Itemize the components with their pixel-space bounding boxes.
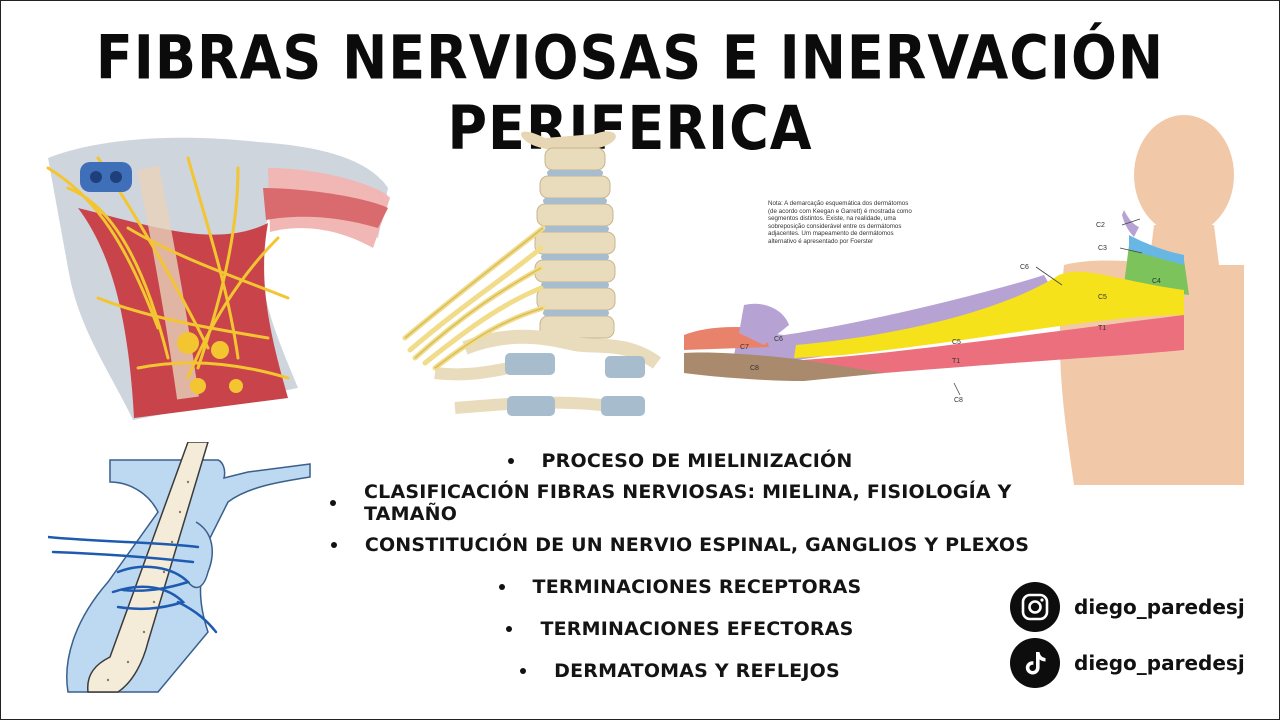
list-item: CONSTITUCIÓN DE UN NERVIO ESPINAL, GANGL… <box>330 524 1030 566</box>
bullet-icon <box>330 542 337 548</box>
list-item: CLASIFICACIÓN FIBRAS NERVIOSAS: MIELINA,… <box>330 481 1030 525</box>
bullet-icon <box>506 626 513 632</box>
dermatome-label: C7 <box>740 344 749 351</box>
dermatome-label: C5 <box>1098 294 1107 301</box>
topic-label: CONSTITUCIÓN DE UN NERVIO ESPINAL, GANGL… <box>364 534 1030 556</box>
topic-label: PROCESO DE MIELINIZACIÓN <box>541 450 853 472</box>
list-item: TERMINACIONES EFECTORAS <box>330 608 1030 650</box>
instagram-link[interactable]: diego_paredesj <box>1010 580 1260 634</box>
topic-label: DERMATOMAS Y REFLEJOS <box>554 660 840 682</box>
bullet-icon <box>498 584 505 590</box>
topic-label: TERMINACIONES EFECTORAS <box>540 618 854 640</box>
instagram-icon[interactable] <box>1010 582 1060 632</box>
bullet-icon <box>520 668 527 674</box>
dermatome-label: C4 <box>1152 278 1161 285</box>
topic-label: TERMINACIONES RECEPTORAS <box>532 576 862 598</box>
dermatome-label: T1 <box>1098 325 1106 332</box>
social-links: diego_paredesj diego_paredesj <box>1010 580 1260 692</box>
tiktok-icon[interactable] <box>1010 638 1060 688</box>
nerve-plexus-illustration <box>46 137 390 420</box>
topics-list: PROCESO DE MIELINIZACIÓN CLASIFICACIÓN F… <box>330 440 1030 692</box>
dermatome-label: C5 <box>952 339 961 346</box>
dermatome-label: C3 <box>1098 245 1107 252</box>
cervical-spine-plexus-illustration <box>402 131 662 416</box>
page-title: FIBRAS NERVIOSAS E INERVACIÓN PERIFERICA <box>95 22 1165 164</box>
bullet-icon <box>330 500 336 506</box>
hair-follicle-receptor-illustration <box>48 442 311 693</box>
dermatome-note: Nota: A demarcação esquemática dos dermá… <box>768 200 912 245</box>
tiktok-handle[interactable]: diego_paredesj <box>1074 651 1245 675</box>
list-item: PROCESO DE MIELINIZACIÓN <box>330 440 1030 482</box>
dermatome-label: C6 <box>774 336 783 343</box>
dermatome-label: C8 <box>954 397 963 404</box>
dermatome-label: C8 <box>750 365 759 372</box>
dermatome-arm-illustration: C2 C3 C4 C5 C6 C5 C6 C7 C8 T1 T1 C8 <box>684 115 1244 485</box>
dermatome-label: C2 <box>1096 222 1105 229</box>
list-item: DERMATOMAS Y REFLEJOS <box>330 650 1030 692</box>
instagram-handle[interactable]: diego_paredesj <box>1074 595 1245 619</box>
dermatome-label: T1 <box>952 358 960 365</box>
topic-label: CLASIFICACIÓN FIBRAS NERVIOSAS: MIELINA,… <box>364 481 1012 525</box>
dermatome-label: C6 <box>1020 264 1029 271</box>
bullet-icon <box>507 458 514 464</box>
list-item: TERMINACIONES RECEPTORAS <box>330 566 1030 608</box>
tiktok-link[interactable]: diego_paredesj <box>1010 636 1260 690</box>
